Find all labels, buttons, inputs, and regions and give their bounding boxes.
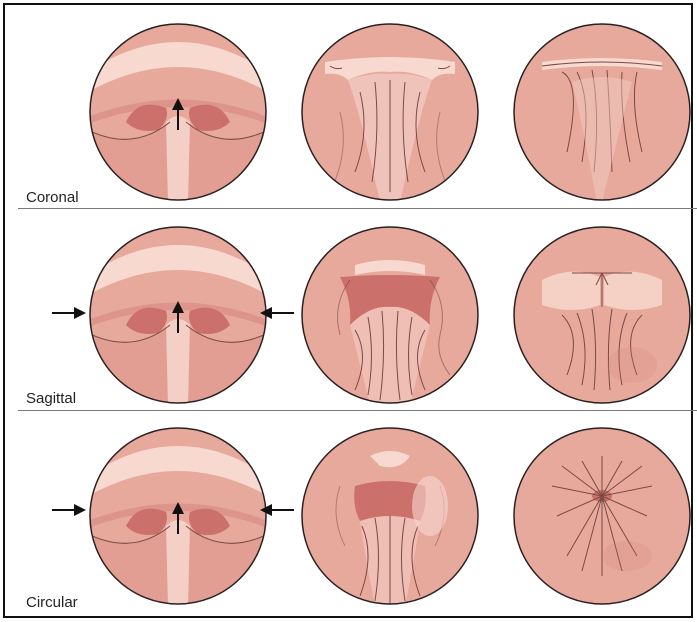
row-divider	[18, 410, 697, 411]
right-arrow-icon	[52, 503, 88, 517]
left-arrow-icon	[258, 306, 294, 320]
circular-closed-disc	[512, 426, 692, 606]
row-label-coronal: Coronal	[26, 189, 79, 206]
coronal-mid-disc	[300, 22, 480, 202]
row-label-sagittal: Sagittal	[26, 390, 76, 407]
circular-open-disc	[88, 426, 268, 606]
sagittal-closed-disc	[512, 225, 692, 405]
circular-mid-disc	[300, 426, 480, 606]
row-label-circular: Circular	[26, 594, 78, 611]
left-arrow-icon	[258, 503, 294, 517]
coronal-closed-disc	[512, 22, 692, 202]
right-arrow-icon	[52, 306, 88, 320]
sagittal-open-disc	[88, 225, 268, 405]
coronal-open-disc	[88, 22, 268, 202]
row-divider	[18, 208, 697, 209]
sagittal-mid-disc	[300, 225, 480, 405]
